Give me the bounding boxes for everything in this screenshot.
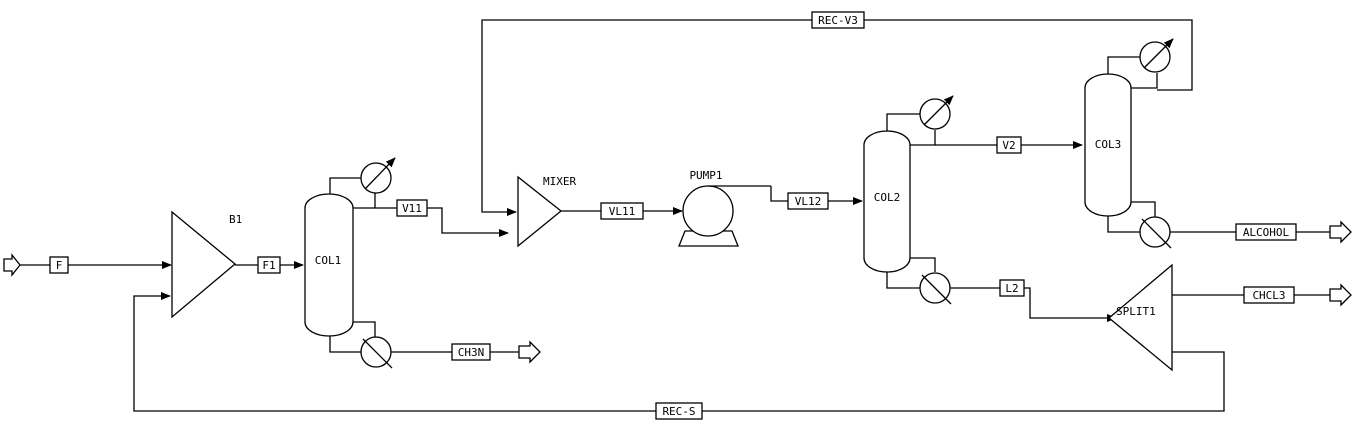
stream-vl12[interactable]: VL12 [770,186,863,210]
block-split1[interactable]: SPLIT1 [1107,263,1173,372]
stream-label-alcohol: ALCOHOL [1243,226,1290,239]
stream-label-chcl3: CHCL3 [1252,289,1285,302]
stream-rec-s[interactable]: REC-S [133,292,1225,420]
stream-label-rec-v3: REC-V3 [818,14,858,27]
block-b1[interactable]: B1 [171,210,242,319]
stream-v2[interactable]: V2 [935,136,1083,154]
stream-label-ch3n: CH3N [458,346,485,359]
stream-alcohol[interactable]: ALCOHOL [1170,220,1352,244]
block-label-pump1: PUMP1 [689,169,722,182]
stream-chcl3[interactable]: CHCL3 [1172,283,1352,307]
stream-label-vl11: VL11 [609,205,636,218]
block-pump1[interactable]: PUMP1 [678,169,771,247]
stream-label-v2: V2 [1002,139,1015,152]
product-hollow-arrow-icon [518,340,541,364]
block-mixer[interactable]: MIXER [517,175,576,248]
stream-f1[interactable]: F1 [235,256,304,274]
mixer-triangle-icon [171,210,237,319]
block-col2[interactable]: COL2 [863,95,954,305]
block-col3[interactable]: COL3 [1084,38,1174,249]
stream-label-vl12: VL12 [795,195,822,208]
mixer-triangle-icon [517,175,563,248]
feed-hollow-arrow-icon [3,253,21,277]
block-label-b1: B1 [229,213,242,226]
block-label-mixer: MIXER [543,175,576,188]
splitter-triangle-icon [1107,263,1173,372]
stream-l2[interactable]: L2 [950,279,1117,322]
stream-label-f: F [56,259,63,272]
block-label-col1: COL1 [315,254,342,267]
stream-rec-v3[interactable]: REC-V3 [481,11,1193,216]
pump-icon [682,185,734,237]
stream-vl11[interactable]: VL11 [561,202,683,220]
product-hollow-arrow-icon [1329,220,1352,244]
product-hollow-arrow-icon [1329,283,1352,307]
block-label-col3: COL3 [1095,138,1122,151]
block-col1[interactable]: COL1 [304,157,396,369]
block-label-split1: SPLIT1 [1116,305,1156,318]
block-label-col2: COL2 [874,191,901,204]
stream-label-l2: L2 [1005,282,1018,295]
stream-ch3n[interactable]: CH3N [391,340,541,364]
stream-label-rec-s: REC-S [662,405,695,418]
stream-label-v11: V11 [402,202,422,215]
stream-f[interactable]: F [3,253,172,277]
stream-label-f1: F1 [262,259,275,272]
stream-v11[interactable]: V11 [375,199,509,237]
